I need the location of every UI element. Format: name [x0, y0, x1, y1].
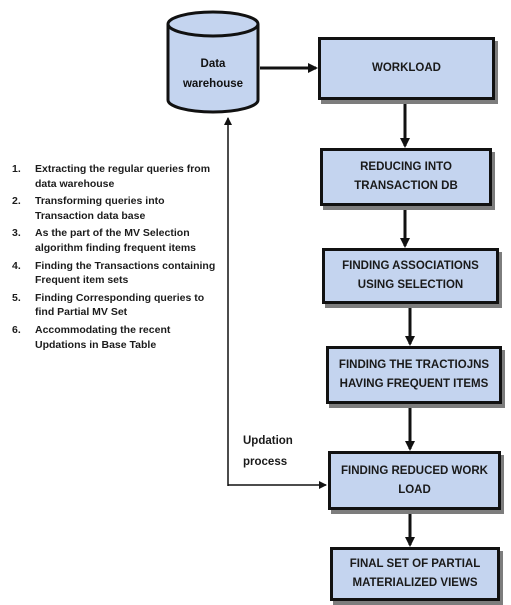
- step-text: Accommodating the recent Updations in Ba…: [35, 323, 171, 351]
- step-item: 6. Accommodating the recent Updations in…: [6, 323, 221, 352]
- step-item: 1. Extracting the regular queries from d…: [6, 162, 221, 191]
- step-number: 5.: [12, 291, 21, 304]
- datastore-label: Data warehouse: [182, 58, 244, 90]
- step-text: Finding Corresponding queries to find Pa…: [35, 291, 205, 319]
- step-text: Transforming queries into Transaction da…: [35, 195, 165, 222]
- box-workload: WORKLOAD: [318, 37, 495, 100]
- step-item: 4. Finding the Transactions containing F…: [6, 259, 221, 288]
- step-text: As the part of the MV Selection algorith…: [35, 227, 197, 254]
- step-list: 1. Extracting the regular queries from d…: [6, 162, 221, 352]
- step-number: 6.: [12, 323, 21, 336]
- box-final-partial-views: FINAL SET OF PARTIAL MATERIALIZED VIEWS: [330, 547, 500, 601]
- step-item: 2. Transforming queries into Transaction…: [6, 194, 221, 223]
- step-number: 4.: [12, 259, 21, 272]
- step-item: 3. As the part of the MV Selection algor…: [6, 226, 221, 255]
- step-number: 2.: [12, 195, 21, 208]
- step-item: 5. Finding Corresponding queries to find…: [6, 291, 221, 320]
- box-finding-reduced-workload: FINDING REDUCED WORK LOAD: [328, 451, 501, 510]
- box-finding-transactions: FINDING THE TRACTIOJNS HAVING FREQUENT I…: [326, 346, 502, 404]
- step-text: Extracting the regular queries from data…: [35, 163, 211, 190]
- updation-process-label: Updation process: [243, 435, 293, 468]
- box-reducing-transaction-db: REDUCING INTO TRANSACTION DB: [320, 148, 492, 206]
- step-number: 1.: [12, 163, 21, 175]
- datastore-cylinder: [166, 10, 260, 114]
- step-text: Finding the Transactions containing Freq…: [35, 259, 216, 287]
- box-finding-associations: FINDING ASSOCIATIONS USING SELECTION: [322, 248, 499, 304]
- step-number: 3.: [12, 227, 21, 240]
